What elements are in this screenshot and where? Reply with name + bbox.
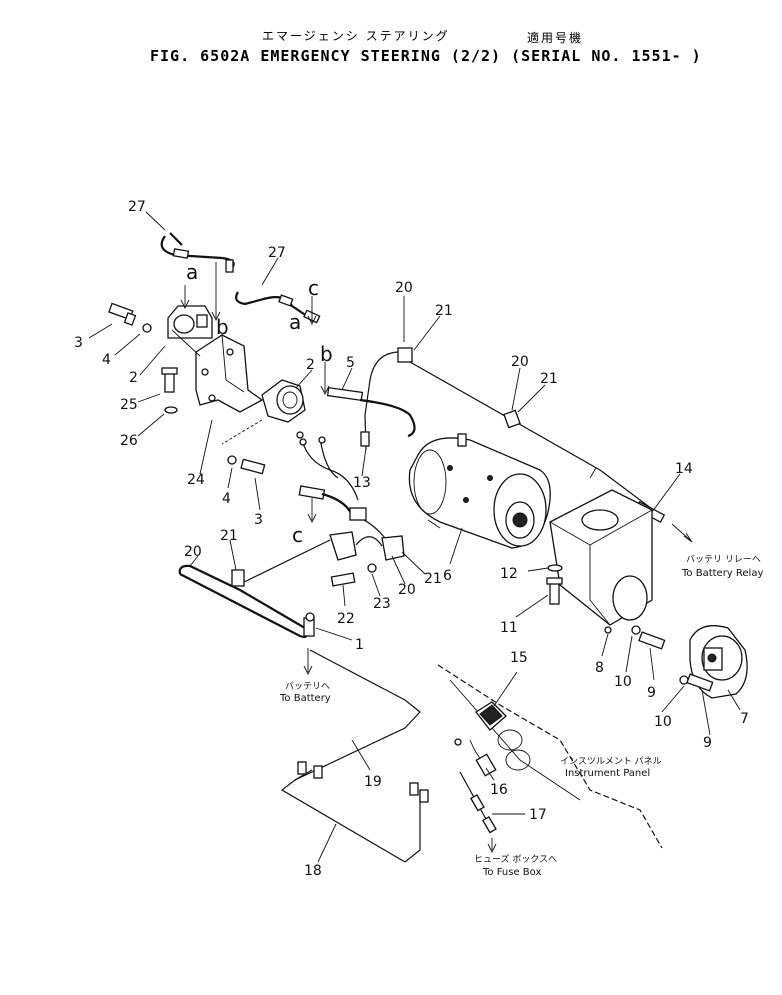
callout-10-left: 10	[614, 674, 632, 690]
leader-lines	[88, 211, 741, 863]
callout-27-second: 27	[268, 245, 286, 261]
note-battery-relay-jp: バッテリ リレーへ	[686, 554, 761, 565]
callout-27-top: 27	[128, 199, 146, 215]
connection-letter-b-right: b	[320, 342, 333, 366]
callout-20-lower: 20	[398, 582, 416, 598]
callout-3-lower: 3	[254, 512, 263, 528]
wiring-harness	[280, 649, 429, 863]
callout-2-left: 2	[129, 370, 138, 386]
callout-18: 18	[304, 863, 322, 879]
callout-2-main: 2	[306, 357, 315, 373]
callout-numbers: 27 27 3 4 2 25 26 24 4 3 2 5 20 21 20 21…	[74, 199, 749, 879]
callout-20-top: 20	[395, 280, 413, 296]
callout-9-right: 9	[703, 735, 712, 751]
instrument-panel	[437, 664, 663, 854]
callout-20-mid: 20	[511, 354, 529, 370]
battery-cable-loop	[178, 539, 331, 676]
pump-mounting-bracket	[549, 489, 653, 634]
callout-4-lower: 4	[222, 491, 231, 507]
note-fuse-box-en: To Fuse Box	[482, 867, 541, 878]
callout-25: 25	[120, 397, 138, 413]
relay-bracket-assembly	[108, 232, 330, 475]
callout-21-left: 21	[220, 528, 238, 544]
connection-letters: a b a c b c	[186, 260, 333, 547]
bolt-washer-set	[546, 564, 563, 605]
callout-21-top: 21	[435, 303, 453, 319]
callout-1: 1	[355, 637, 364, 653]
header: エマージェンシ ステアリング 適用号機 FIG. 6502A EMERGENCY…	[150, 29, 702, 65]
note-battery-jp: バッテリへ	[285, 681, 330, 692]
destination-notes: バッテリ リレーへ To Battery Relay バッテリへ To Batt…	[279, 554, 763, 878]
callout-21-lower: 21	[424, 571, 442, 587]
connection-letter-a-left: a	[186, 260, 198, 284]
note-battery-relay-en: To Battery Relay	[681, 568, 763, 579]
callout-9-left: 9	[647, 685, 656, 701]
applicable-serial-japanese: 適用号機	[527, 30, 583, 45]
callout-20-left: 20	[184, 544, 202, 560]
callout-22: 22	[337, 611, 355, 627]
callout-5: 5	[346, 355, 355, 371]
note-instrument-panel-en: Instrument Panel	[565, 768, 650, 779]
callout-4-left: 4	[102, 352, 111, 368]
note-fuse-box-jp: ヒューズ ボックスへ	[474, 853, 557, 865]
hydraulic-pump	[631, 625, 748, 699]
callout-21-mid: 21	[540, 371, 558, 387]
note-instrument-panel-jp: インスツルメント パネル	[560, 756, 662, 767]
callout-19: 19	[364, 774, 382, 790]
figure-title: FIG. 6502A EMERGENCY STEERING (2/2) (SER…	[150, 47, 702, 65]
connection-letter-a-right: a	[289, 310, 301, 334]
callout-16: 16	[490, 782, 508, 798]
callout-12: 12	[500, 566, 518, 582]
connection-letter-b-left: b	[216, 315, 229, 339]
cable-harness	[298, 351, 416, 587]
callout-13: 13	[353, 475, 371, 491]
callout-10-right: 10	[654, 714, 672, 730]
callout-7: 7	[740, 711, 749, 727]
callout-8: 8	[595, 660, 604, 676]
callout-3-left: 3	[74, 335, 83, 351]
connection-letter-c-top: c	[308, 276, 319, 300]
note-battery-en: To Battery	[279, 693, 331, 704]
pump-motor	[408, 433, 551, 549]
connection-letter-c-lower: c	[292, 523, 303, 547]
callout-24: 24	[187, 472, 205, 488]
callout-14: 14	[675, 461, 693, 477]
callout-11: 11	[500, 620, 518, 636]
title-japanese: エマージェンシ ステアリング	[262, 29, 450, 43]
callout-23: 23	[373, 596, 391, 612]
callout-26: 26	[120, 433, 138, 449]
callout-6: 6	[443, 568, 452, 584]
callout-15: 15	[510, 650, 528, 666]
callout-17: 17	[529, 807, 547, 823]
